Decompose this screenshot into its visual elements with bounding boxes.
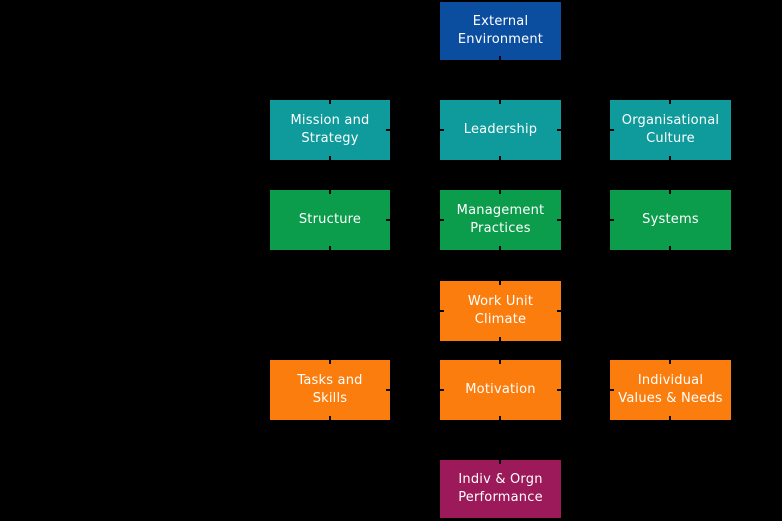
node-work-unit-climate: Work Unit Climate <box>440 281 561 341</box>
node-motivation: Motivation <box>440 360 561 420</box>
node-label: Management Practices <box>456 202 545 236</box>
node-systems: Systems <box>610 190 731 250</box>
node-label: External Environment <box>457 13 544 47</box>
node-label: Individual Values & Needs <box>618 372 723 406</box>
node-management-practices: Management Practices <box>440 190 561 250</box>
node-label: Indiv & Orgn Performance <box>458 471 543 505</box>
node-mission-and-strategy: Mission and Strategy <box>270 100 390 160</box>
node-label: Motivation <box>465 381 536 397</box>
node-label: Leadership <box>463 121 538 137</box>
node-label: Mission and Strategy <box>290 112 370 146</box>
node-label: Work Unit Climate <box>467 293 534 327</box>
node-structure: Structure <box>270 190 390 250</box>
node-leadership: Leadership <box>440 100 561 160</box>
node-label: Organisational Culture <box>621 112 720 146</box>
node-external-environment: External Environment <box>440 2 561 60</box>
node-tasks-and-skills: Tasks and Skills <box>270 360 390 420</box>
node-label: Structure <box>298 211 362 227</box>
node-indiv-orgn-performance: Indiv & Orgn Performance <box>440 460 561 518</box>
node-label: Tasks and Skills <box>297 372 363 406</box>
node-organisational-culture: Organisational Culture <box>610 100 731 160</box>
node-individual-values-needs: Individual Values & Needs <box>610 360 731 420</box>
node-label: Systems <box>642 211 699 227</box>
